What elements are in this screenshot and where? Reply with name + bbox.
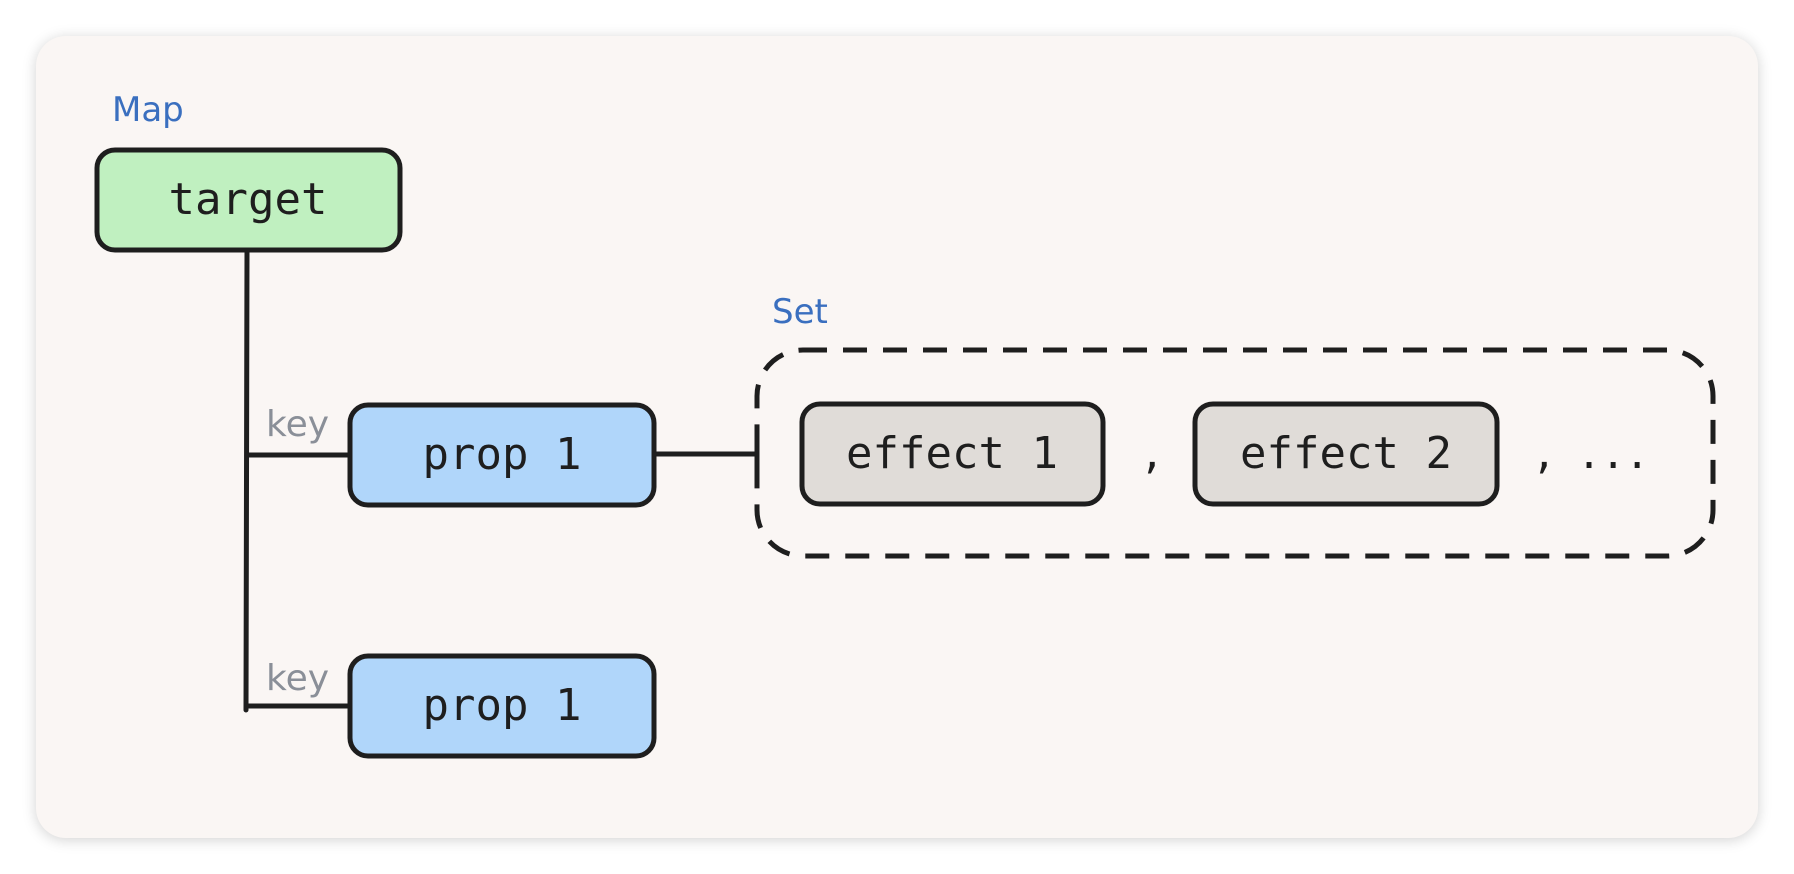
effect-node-2[interactable]: effect 2 (1192, 401, 1500, 507)
comma-separator-2: , (1532, 432, 1556, 478)
effect-node-1-label: effect 1 (846, 428, 1058, 479)
prop-node-2[interactable]: prop 1 (347, 653, 657, 759)
effect-node-2-label: effect 2 (1240, 428, 1452, 479)
target-node[interactable]: target (94, 147, 403, 253)
map-label: Map (112, 90, 184, 130)
ellipsis: ... (1577, 432, 1649, 478)
key-label-1: key (266, 404, 329, 445)
prop-node-2-label: prop 1 (423, 680, 582, 731)
set-label: Set (772, 292, 828, 332)
comma-separator-1: , (1140, 432, 1164, 478)
key-label-2: key (266, 658, 329, 699)
prop-node-1-label: prop 1 (423, 429, 582, 480)
tree-trunk-line (243, 247, 250, 713)
prop-node-1[interactable]: prop 1 (347, 402, 657, 508)
effect-node-1[interactable]: effect 1 (799, 401, 1106, 507)
target-node-label: target (169, 174, 328, 225)
